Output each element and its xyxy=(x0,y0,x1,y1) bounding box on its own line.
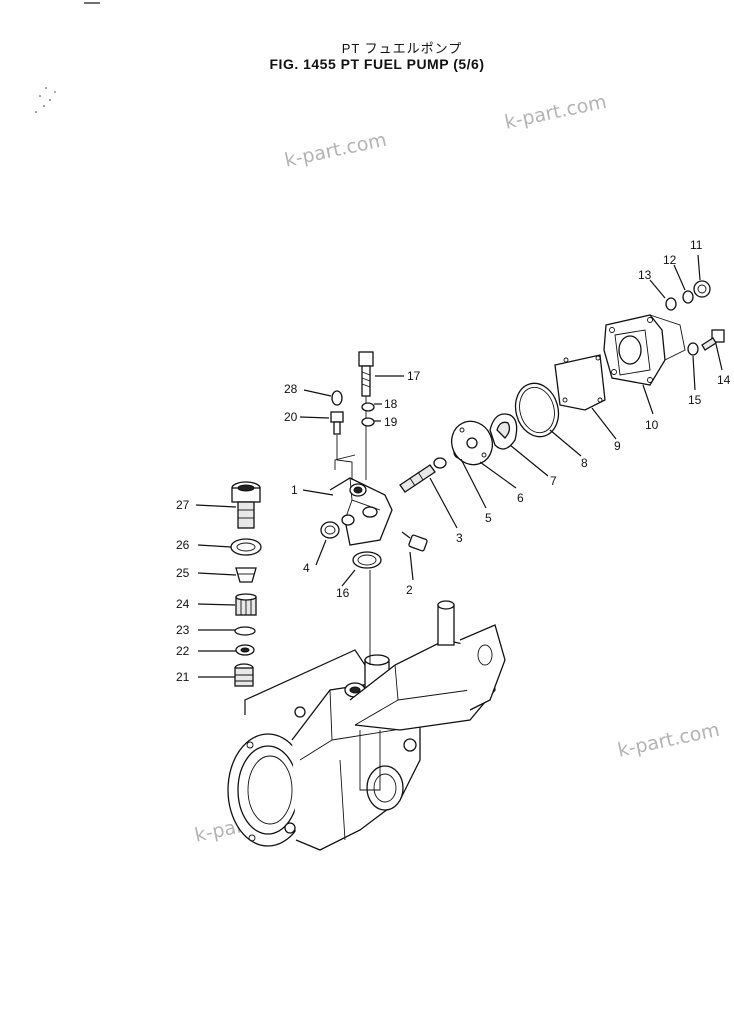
part-21-screen xyxy=(234,663,254,687)
part-3-shaft xyxy=(399,457,447,493)
callout-23: 23 xyxy=(176,623,190,637)
scan-specks xyxy=(35,2,100,113)
part-26-gasket xyxy=(230,538,262,556)
callout-18: 18 xyxy=(384,397,398,411)
part-14-bolt xyxy=(701,329,725,351)
part-12-washer xyxy=(682,290,694,304)
part-8-o-ring xyxy=(514,382,560,438)
figure-title-japanese: PT フュエルポンプ xyxy=(341,41,463,56)
part-27-plug xyxy=(231,481,261,529)
callout-24: 24 xyxy=(176,597,190,611)
callout-20: 20 xyxy=(284,410,298,424)
part-7-cam xyxy=(489,413,518,450)
callout-25: 25 xyxy=(176,566,190,580)
callout-26: 26 xyxy=(176,538,190,552)
callout-8: 8 xyxy=(581,456,588,470)
part-11-nut xyxy=(693,280,711,298)
callout-27: 27 xyxy=(176,498,190,512)
part-20-bolt xyxy=(330,411,353,480)
callout-12: 12 xyxy=(663,253,677,267)
callout-16: 16 xyxy=(336,586,350,600)
part-10-cover xyxy=(603,314,686,386)
callout-14: 14 xyxy=(717,373,731,387)
callout-5: 5 xyxy=(485,511,492,525)
part-23-o-ring xyxy=(234,626,256,636)
callout-21: 21 xyxy=(176,670,190,684)
part-25-spring-cup xyxy=(235,567,257,583)
callout-6: 6 xyxy=(517,491,524,505)
callout-9: 9 xyxy=(614,439,621,453)
callout-11: 11 xyxy=(690,238,703,252)
part-19-washer xyxy=(361,417,375,427)
callout-numbers: 1 2 3 4 5 6 7 8 9 10 11 12 13 14 15 16 1… xyxy=(176,238,731,684)
callout-1: 1 xyxy=(291,483,298,497)
callout-22: 22 xyxy=(176,644,190,658)
part-4-nut xyxy=(320,521,340,539)
part-1-bracket xyxy=(329,454,393,546)
part-22-washer xyxy=(235,644,255,656)
callout-19: 19 xyxy=(384,415,398,429)
callout-4: 4 xyxy=(303,561,310,575)
part-6-plate xyxy=(450,420,494,466)
callout-15: 15 xyxy=(688,393,702,407)
part-13-washer xyxy=(665,297,677,311)
callout-7: 7 xyxy=(550,474,557,488)
leader-lines xyxy=(195,254,723,678)
part-28-cap xyxy=(331,390,343,406)
part-17-bolt xyxy=(358,351,374,480)
part-24-filter xyxy=(235,593,257,616)
part-2-bolt xyxy=(401,531,428,552)
part-18-washer xyxy=(361,402,375,412)
callout-3: 3 xyxy=(456,531,463,545)
part-9-cover-plate xyxy=(554,354,606,411)
callout-17: 17 xyxy=(407,369,421,383)
callout-28: 28 xyxy=(284,382,298,396)
callout-10: 10 xyxy=(645,418,659,432)
part-16-ring xyxy=(352,551,382,569)
callout-2: 2 xyxy=(406,583,413,597)
figure-title: FIG. 1455 PT FUEL PUMP (5/6) xyxy=(269,56,485,72)
callout-13: 13 xyxy=(638,268,652,282)
pump-housing xyxy=(227,600,506,851)
part-15-washer xyxy=(687,342,699,356)
